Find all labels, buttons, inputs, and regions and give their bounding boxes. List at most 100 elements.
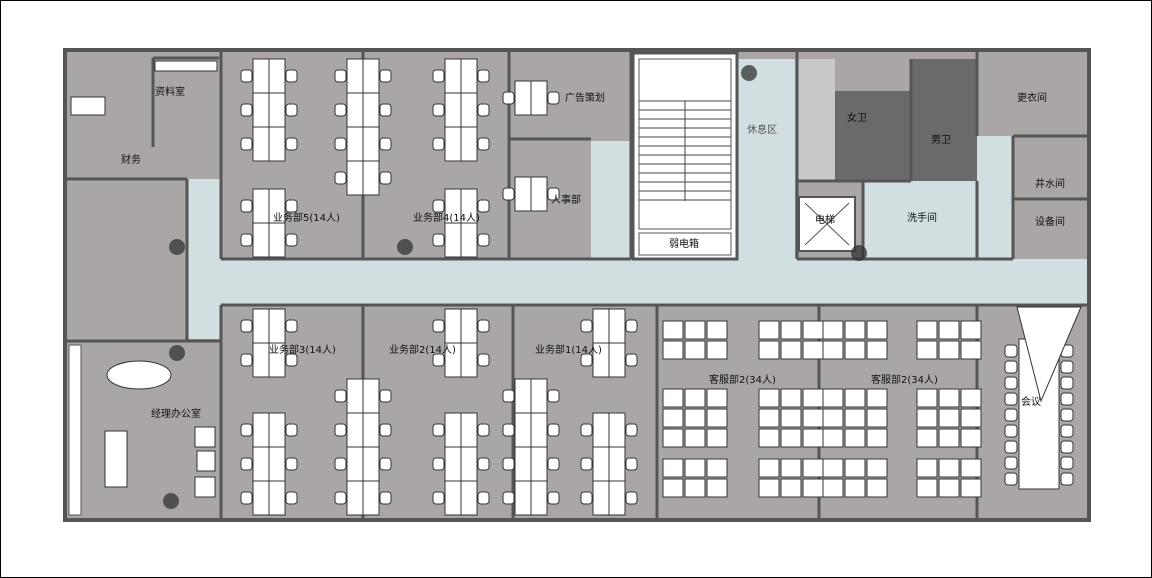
service-desk — [684, 388, 706, 408]
desk — [444, 126, 462, 162]
service-desk — [866, 458, 888, 478]
service-desk — [662, 408, 684, 428]
service-desk — [684, 408, 706, 428]
service-desk — [938, 320, 960, 340]
service-desk — [916, 388, 938, 408]
service-desk — [844, 340, 866, 360]
service-desk — [960, 478, 982, 498]
service-desk — [960, 388, 982, 408]
desk — [460, 222, 478, 258]
plant — [741, 65, 757, 81]
chair — [432, 69, 445, 83]
service-desk — [916, 458, 938, 478]
service-desk — [706, 478, 728, 498]
service-desk — [866, 388, 888, 408]
manager-desk — [104, 430, 128, 488]
room-labels: 资料室 财务 业务部5(14人) 业务部4(14人) 广告策划 人事部 弱电箱 … — [121, 85, 1065, 420]
desk — [362, 480, 380, 516]
service-desk — [662, 320, 684, 340]
service-desk — [938, 340, 960, 360]
window-panel — [68, 344, 82, 516]
label-sales3: 业务部3(14人) — [269, 343, 336, 356]
chair — [580, 457, 593, 471]
desk — [530, 378, 548, 414]
service-desk — [706, 458, 728, 478]
chair — [240, 103, 253, 117]
service-desk — [780, 478, 802, 498]
desk — [268, 222, 286, 258]
desk-groups — [252, 58, 982, 516]
chair — [334, 103, 347, 117]
desk — [530, 80, 548, 116]
chair — [625, 457, 638, 471]
desk — [444, 308, 462, 344]
desk — [362, 160, 380, 196]
chair — [432, 103, 445, 117]
desk — [346, 412, 364, 448]
label-finance: 财务 — [121, 153, 141, 166]
chair — [1060, 472, 1074, 486]
service-desk — [662, 478, 684, 498]
service-desk — [822, 340, 844, 360]
chair — [477, 457, 490, 471]
chair — [379, 69, 392, 83]
service-desk — [802, 340, 824, 360]
service-desk — [960, 458, 982, 478]
service-desk — [866, 478, 888, 498]
chair — [502, 389, 515, 403]
service-desk — [822, 458, 844, 478]
desk — [252, 308, 270, 344]
service-desk — [684, 320, 706, 340]
desk — [514, 80, 532, 116]
chair — [477, 423, 490, 437]
service-desk — [844, 320, 866, 340]
chair — [1060, 360, 1074, 374]
chair — [240, 319, 253, 333]
service-desk — [960, 340, 982, 360]
chair — [1060, 392, 1074, 406]
chair — [477, 69, 490, 83]
chair — [432, 319, 445, 333]
label-well-room: 井水间 — [1035, 177, 1065, 190]
service-desk — [916, 340, 938, 360]
desk — [514, 446, 532, 482]
toilet-stalls — [797, 59, 835, 181]
desk — [346, 92, 364, 128]
chair — [285, 457, 298, 471]
armchair — [194, 426, 216, 448]
service-desk — [822, 408, 844, 428]
plant — [169, 239, 185, 255]
plant — [169, 345, 185, 361]
chair — [379, 457, 392, 471]
service-desk — [960, 428, 982, 448]
service-desk — [780, 458, 802, 478]
label-meeting: 会议 — [1021, 395, 1041, 408]
service-desk — [844, 478, 866, 498]
desk — [530, 446, 548, 482]
desk — [444, 480, 462, 516]
service-desk — [780, 340, 802, 360]
desk — [514, 480, 532, 516]
chair — [580, 491, 593, 505]
chair — [547, 423, 560, 437]
chair — [1004, 376, 1018, 390]
chair — [432, 423, 445, 437]
desk — [530, 412, 548, 448]
chair — [379, 389, 392, 403]
service-desk — [706, 428, 728, 448]
service-desk — [780, 408, 802, 428]
desk — [362, 92, 380, 128]
chair — [1004, 440, 1018, 454]
label-male-toilet: 男卫 — [931, 134, 951, 146]
desk — [444, 222, 462, 258]
chair — [334, 171, 347, 185]
desk — [268, 58, 286, 94]
chair — [580, 319, 593, 333]
chair — [625, 423, 638, 437]
desk — [530, 480, 548, 516]
label-female-toilet: 女卫 — [847, 111, 867, 124]
desk — [444, 58, 462, 94]
chair — [285, 319, 298, 333]
desk — [460, 446, 478, 482]
desk — [346, 126, 364, 162]
